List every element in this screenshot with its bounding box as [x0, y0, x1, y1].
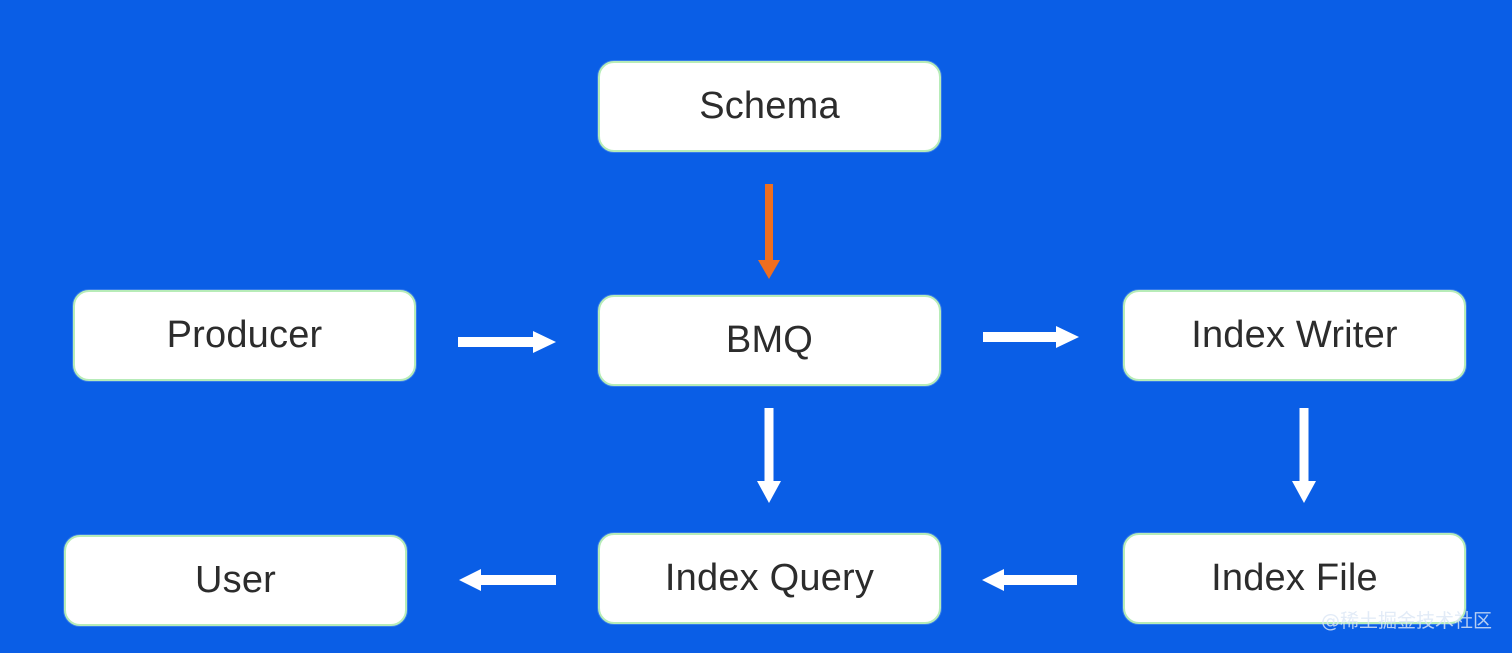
watermark-text: @稀土掘金技术社区	[1320, 610, 1492, 632]
arrow-index-writer-to-index-file	[1292, 408, 1316, 503]
user-label: User	[194, 559, 277, 601]
producer-node: Producer	[73, 290, 416, 381]
arrow-index-query-to-user	[459, 569, 556, 591]
arrow-index-file-to-index-query	[982, 569, 1077, 591]
bmq-label: BMQ	[725, 319, 814, 361]
index-writer-label: Index Writer	[1191, 314, 1398, 356]
arrow-schema-to-bmq	[758, 184, 780, 279]
schema-label: Schema	[699, 85, 840, 127]
arrow-bmq-to-index-writer	[983, 326, 1079, 348]
index-writer-node: Index Writer	[1123, 290, 1466, 381]
producer-label: Producer	[166, 314, 323, 356]
schema-node: Schema	[598, 61, 941, 152]
index-query-label: Index Query	[664, 557, 875, 599]
index-query-node: Index Query	[598, 533, 941, 624]
index-file-label: Index File	[1211, 557, 1378, 599]
arrow-bmq-to-index-query	[757, 408, 781, 503]
bmq-node: BMQ	[598, 295, 941, 386]
user-node: User	[64, 535, 407, 626]
arrow-producer-to-bmq	[458, 331, 556, 353]
index-file-node: Index File	[1123, 533, 1466, 624]
